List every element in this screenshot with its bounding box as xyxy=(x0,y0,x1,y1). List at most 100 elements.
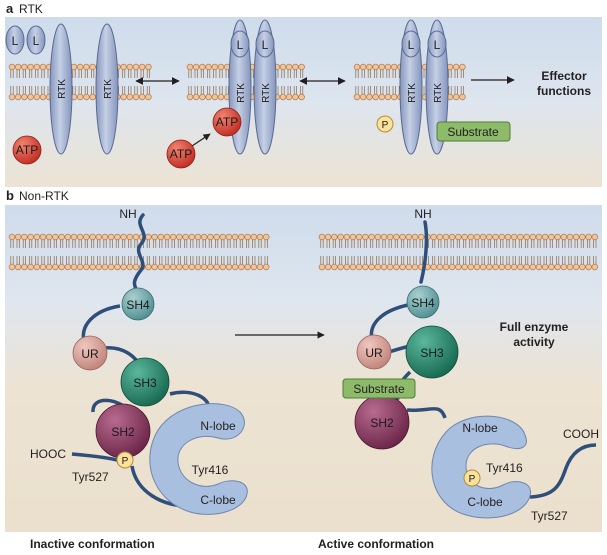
lipid-head xyxy=(359,93,367,101)
lipid-head xyxy=(33,63,41,71)
lipid-head xyxy=(535,233,543,241)
svg-text:N-lobe: N-lobe xyxy=(462,421,498,435)
lipid-head xyxy=(529,233,537,241)
svg-text:RTK: RTK xyxy=(236,83,247,103)
lipid-head xyxy=(256,233,264,241)
lipid-head xyxy=(591,263,599,271)
lipid-head xyxy=(101,233,109,241)
lipid-head xyxy=(107,233,115,241)
rtk-monomer-2: RTK xyxy=(95,23,119,155)
lipid-head xyxy=(163,263,171,271)
sh2-domain-inactive: SH2 xyxy=(95,403,151,459)
lipid-head xyxy=(21,93,28,101)
lipid-head xyxy=(27,233,34,241)
lipid-head xyxy=(452,63,460,71)
lipid-head xyxy=(285,63,293,71)
lipid-head xyxy=(430,263,437,271)
ligand-active-right: L xyxy=(427,30,447,58)
lipid-head xyxy=(250,233,258,241)
lipid-head xyxy=(461,233,468,241)
lipid-head xyxy=(145,263,152,271)
lipid-head xyxy=(107,263,115,271)
lipid-head xyxy=(378,93,386,101)
lipid-head xyxy=(120,263,127,271)
lipid-head xyxy=(390,63,398,71)
panel-b-letter: b xyxy=(6,188,14,203)
lipid-head xyxy=(76,263,84,271)
svg-text:UR: UR xyxy=(365,346,383,360)
substrate-box-active: Substrate xyxy=(342,378,416,399)
lipid-head xyxy=(548,233,555,241)
lipid-head xyxy=(182,263,189,271)
lipid-head xyxy=(219,233,227,241)
lipid-head xyxy=(362,263,369,271)
nh-label-active: NH xyxy=(414,207,431,221)
lipid-head xyxy=(76,93,84,101)
lipid-head xyxy=(27,63,34,71)
lipid-head xyxy=(292,93,299,101)
lipid-head xyxy=(355,263,363,271)
lipid-head xyxy=(455,233,462,241)
lipid-head xyxy=(393,233,400,241)
lipid-head xyxy=(455,263,462,271)
phosphate-tyr416: P xyxy=(463,469,481,487)
lipid-head xyxy=(479,233,487,241)
phosphate-group: P xyxy=(376,115,394,133)
lipid-head xyxy=(366,63,373,71)
lipid-head xyxy=(76,63,84,71)
lipid-head xyxy=(145,63,152,71)
panel-a-background xyxy=(5,17,602,187)
lipid-head xyxy=(498,233,506,241)
lipid-head xyxy=(199,63,206,71)
lipid-head xyxy=(318,233,326,241)
lipid-head xyxy=(411,233,419,241)
lipid-head xyxy=(285,93,293,101)
lipid-head xyxy=(83,233,90,241)
lipid-head xyxy=(523,263,530,271)
lipid-head xyxy=(200,263,208,271)
lipid-head xyxy=(64,233,72,241)
lipid-head xyxy=(372,63,379,71)
lipid-head xyxy=(541,233,549,241)
lipid-head xyxy=(145,93,152,101)
lipid-head xyxy=(120,63,127,71)
lipid-head xyxy=(337,263,344,271)
lipid-head xyxy=(58,263,65,271)
lipid-head xyxy=(517,263,524,271)
tyr527-label-inactive: Tyr527 xyxy=(72,470,109,484)
lipid-head xyxy=(126,63,134,71)
lipid-head xyxy=(199,93,206,101)
svg-text:L: L xyxy=(434,38,441,52)
lipid-head xyxy=(492,263,499,271)
ur-domain-active: UR xyxy=(356,334,392,370)
lipid-head xyxy=(188,233,196,241)
svg-text:RTK: RTK xyxy=(433,83,444,103)
lipid-head xyxy=(176,263,183,271)
lipid-head xyxy=(279,63,287,71)
svg-text:L: L xyxy=(33,34,40,48)
svg-text:SH2: SH2 xyxy=(111,425,135,439)
svg-text:ATP: ATP xyxy=(170,147,192,161)
panel-b-background xyxy=(5,205,602,532)
ligand-2: L xyxy=(26,25,46,55)
lipid-head xyxy=(504,233,512,241)
lipid-head xyxy=(76,233,84,241)
lipid-head xyxy=(368,263,375,271)
lipid-head xyxy=(324,233,332,241)
lipid-head xyxy=(70,233,78,241)
chain-nterm-inactive xyxy=(132,213,146,294)
lipid-head xyxy=(138,63,146,71)
lipid-head xyxy=(467,263,475,271)
svg-text:ATP: ATP xyxy=(216,115,238,129)
lipid-head xyxy=(194,263,202,271)
lipid-head xyxy=(238,263,245,271)
ligand-bound-left: L xyxy=(230,30,250,58)
lipid-head xyxy=(523,233,530,241)
chain-cterm-active xyxy=(529,443,597,499)
lipid-head xyxy=(459,93,466,101)
lipid-head xyxy=(366,93,373,101)
lipid-head xyxy=(405,233,413,241)
lipid-head xyxy=(256,263,264,271)
lipid-head xyxy=(262,263,270,271)
